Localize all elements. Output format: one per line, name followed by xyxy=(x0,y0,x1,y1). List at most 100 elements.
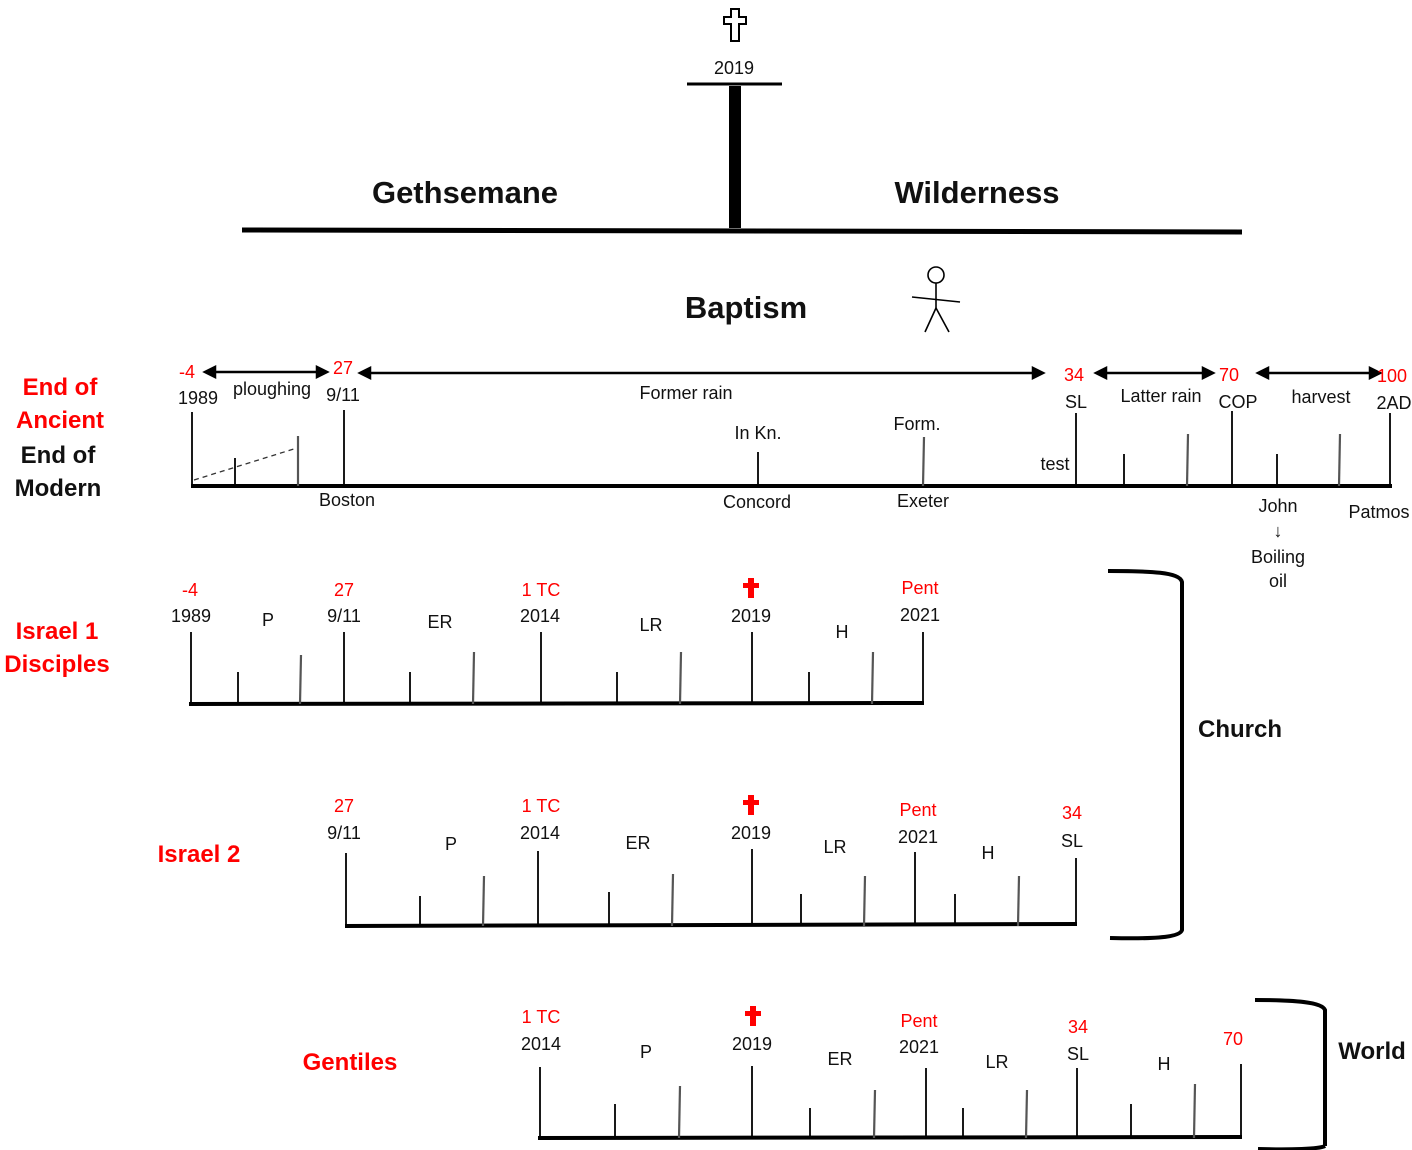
ancient-tick xyxy=(1337,433,1342,487)
israel1-phase: H xyxy=(836,622,849,642)
wilderness-label: Wilderness xyxy=(894,175,1059,210)
israel2-red: 27 xyxy=(334,796,354,816)
israel1-year: 9/11 xyxy=(327,606,361,626)
ancient-exeter: Exeter xyxy=(897,491,949,511)
world-bracket xyxy=(1254,998,1327,1146)
church-bracket xyxy=(1107,569,1184,941)
gentiles-red-cross-icon xyxy=(745,1006,761,1026)
gentiles-tick xyxy=(1192,1083,1197,1139)
israel2-year: SL xyxy=(1061,831,1083,851)
gentiles-red: 1 TC xyxy=(522,1007,561,1027)
gentiles-red: Pent xyxy=(900,1011,937,1031)
ancient-text: -4 1989 ploughing 27 9/11 Former rain 34… xyxy=(178,358,1412,591)
israel2-year: 2019 xyxy=(731,823,771,843)
israel2-text: 27 9/11 P 1 TC 2014 ER 2019 LR Pent 2021… xyxy=(327,795,1083,863)
gentiles-year: 2014 xyxy=(521,1034,561,1054)
israel1-tick xyxy=(678,651,683,705)
gentiles-label: Gentiles xyxy=(303,1049,398,1076)
top-cross-icon xyxy=(723,8,747,42)
gentiles-year: 2019 xyxy=(732,1034,772,1054)
israel2-timeline xyxy=(344,849,1078,928)
ancient-patmos: Patmos xyxy=(1348,502,1409,522)
ancient-arrows xyxy=(202,364,1383,381)
israel1-red: 27 xyxy=(334,580,354,600)
gentiles-tick xyxy=(677,1085,682,1139)
ancient-arrow-down: ↓ xyxy=(1274,521,1283,541)
ancient-dashed xyxy=(193,447,298,481)
gentiles-red: 70 xyxy=(1223,1029,1243,1049)
israel1-phase: ER xyxy=(427,612,452,632)
israel2-year: 9/11 xyxy=(327,823,361,843)
israel1-text: -4 1989 P 27 9/11 ER 1 TC 2014 LR 2019 H… xyxy=(171,578,940,642)
ancient-label-1: End of xyxy=(23,374,99,401)
israel1-phase: LR xyxy=(639,615,662,635)
gentiles-tick xyxy=(872,1089,877,1139)
israel1-year: 2019 xyxy=(731,606,771,626)
ancient-red-neg4: -4 xyxy=(179,362,195,382)
gentiles-tick xyxy=(1024,1089,1029,1139)
israel1-tick xyxy=(870,651,875,705)
israel2-phase: H xyxy=(982,843,995,863)
ancient-1989: 1989 xyxy=(178,388,218,408)
gethsemane-label: Gethsemane xyxy=(372,175,558,210)
ancient-boiling: Boiling xyxy=(1251,547,1305,567)
ancient-tick xyxy=(921,436,926,487)
gentiles-phase: ER xyxy=(827,1049,852,1069)
ancient-concord: Concord xyxy=(723,492,791,512)
israel1-red: Pent xyxy=(901,578,938,598)
ancient-former-rain: Former rain xyxy=(639,383,732,403)
ancient-911: 9/11 xyxy=(326,385,360,405)
stick-figure-icon xyxy=(911,266,961,333)
israel2-year: 2021 xyxy=(898,827,938,847)
israel2-tick xyxy=(1016,875,1021,927)
ancient-sl: SL xyxy=(1065,392,1087,412)
israel2-red: 34 xyxy=(1062,803,1082,823)
israel1-timeline xyxy=(188,632,925,706)
ancient-latter-rain: Latter rain xyxy=(1120,386,1201,406)
ancient-label-4: Modern xyxy=(15,475,102,502)
gentiles-phase: P xyxy=(640,1042,652,1062)
church-label: Church xyxy=(1198,716,1282,743)
world-bracket-tail xyxy=(1257,1144,1327,1150)
israel1-base xyxy=(188,701,925,706)
israel2-phase: P xyxy=(445,834,457,854)
ancient-timeline xyxy=(191,410,1392,488)
israel1-year: 2014 xyxy=(520,606,560,626)
gentiles-red: 34 xyxy=(1068,1017,1088,1037)
gentiles-text: 1 TC 2014 P 2019 ER Pent 2021 LR 34 SL H… xyxy=(521,1006,1243,1074)
ancient-red-100: 100 xyxy=(1377,366,1407,386)
ancient-red-70: 70 xyxy=(1219,365,1239,385)
top-base-line xyxy=(241,227,1243,235)
israel2-red-cross-icon xyxy=(743,795,759,815)
israel1-red-cross-icon xyxy=(743,578,759,598)
israel2-tick xyxy=(670,873,675,927)
gentiles-year: 2021 xyxy=(899,1037,939,1057)
ancient-oil: oil xyxy=(1269,571,1287,591)
ancient-ploughing: ploughing xyxy=(233,379,311,399)
israel1-red: 1 TC xyxy=(522,580,561,600)
israel2-phase: ER xyxy=(625,833,650,853)
ancient-2ad: 2AD xyxy=(1376,393,1411,413)
ancient-label-3: End of xyxy=(21,442,97,469)
top-year: 2019 xyxy=(714,58,754,78)
world-label: World xyxy=(1338,1038,1406,1065)
israel1-red: -4 xyxy=(182,580,198,600)
israel1-phase: P xyxy=(262,610,274,630)
gentiles-phase: LR xyxy=(985,1052,1008,1072)
gentiles-phase: H xyxy=(1158,1054,1171,1074)
israel2-red: 1 TC xyxy=(522,796,561,816)
israel2-red: Pent xyxy=(899,800,936,820)
row-ancient-labels: End of Ancient End of Modern xyxy=(15,374,104,502)
baptism-label: Baptism xyxy=(685,290,807,325)
ancient-john: John xyxy=(1258,496,1297,516)
gentiles-timeline xyxy=(537,1064,1243,1140)
israel2-base xyxy=(344,922,1078,928)
ancient-harvest: harvest xyxy=(1291,387,1350,407)
israel2-tick xyxy=(481,875,486,927)
israel1-label-1: Israel 1 xyxy=(16,618,99,645)
israel2-year: 2014 xyxy=(520,823,560,843)
gentiles-year: SL xyxy=(1067,1044,1089,1064)
ancient-test: test xyxy=(1040,454,1069,474)
